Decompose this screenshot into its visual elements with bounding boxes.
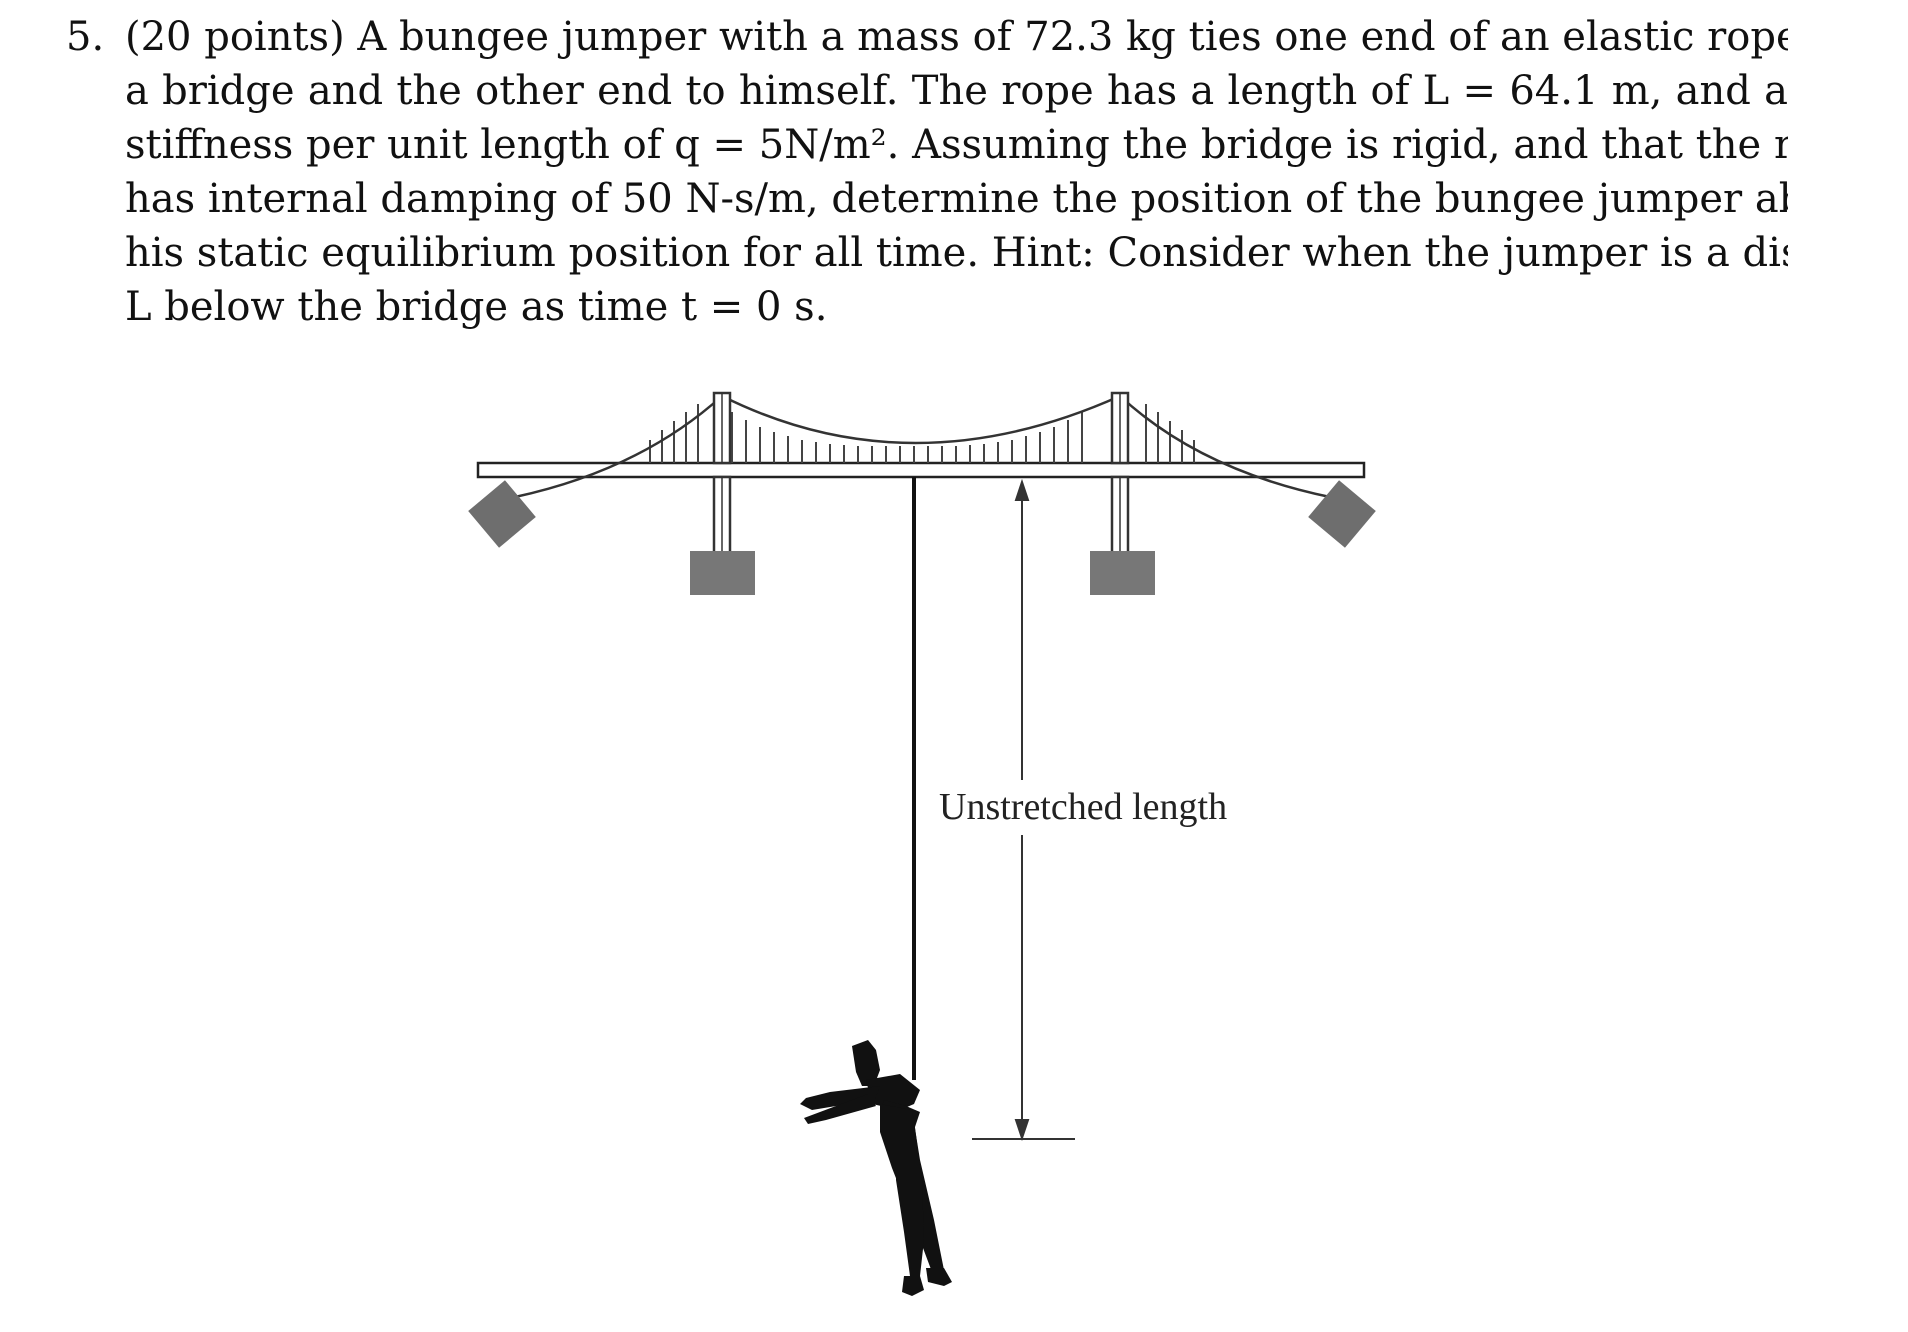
problem-number: 5. [66, 14, 105, 60]
suspension-cables [514, 394, 1331, 499]
problem-line-4: has internal damping of 50 N-s/m, determ… [125, 176, 1788, 222]
bridge-tower-left [712, 391, 732, 559]
pier-right [1090, 551, 1155, 595]
bridge-hangers [649, 404, 1195, 463]
problem-line-5: his static equilibrium position for all … [125, 230, 1788, 276]
anchor-block-left [468, 480, 536, 548]
bridge-deck [476, 461, 1366, 479]
bridge-tower-right [1110, 391, 1130, 559]
problem-line-3: stiffness per unit length of q = 5N/m². … [125, 122, 1788, 168]
problem-line-6: L below the bridge as time t = 0 s. [125, 284, 828, 330]
anchor-block-right [1308, 480, 1376, 548]
pier-left [690, 551, 755, 595]
unstretched-length-label: Unstretched length [935, 785, 1232, 829]
dimension-line [972, 478, 1075, 1142]
problem-line-2: a bridge and the other end to himself. T… [125, 68, 1788, 114]
problem-line-1: (20 points) A bungee jumper with a mass … [125, 14, 1788, 60]
bungee-jumper-figure [800, 1040, 952, 1296]
